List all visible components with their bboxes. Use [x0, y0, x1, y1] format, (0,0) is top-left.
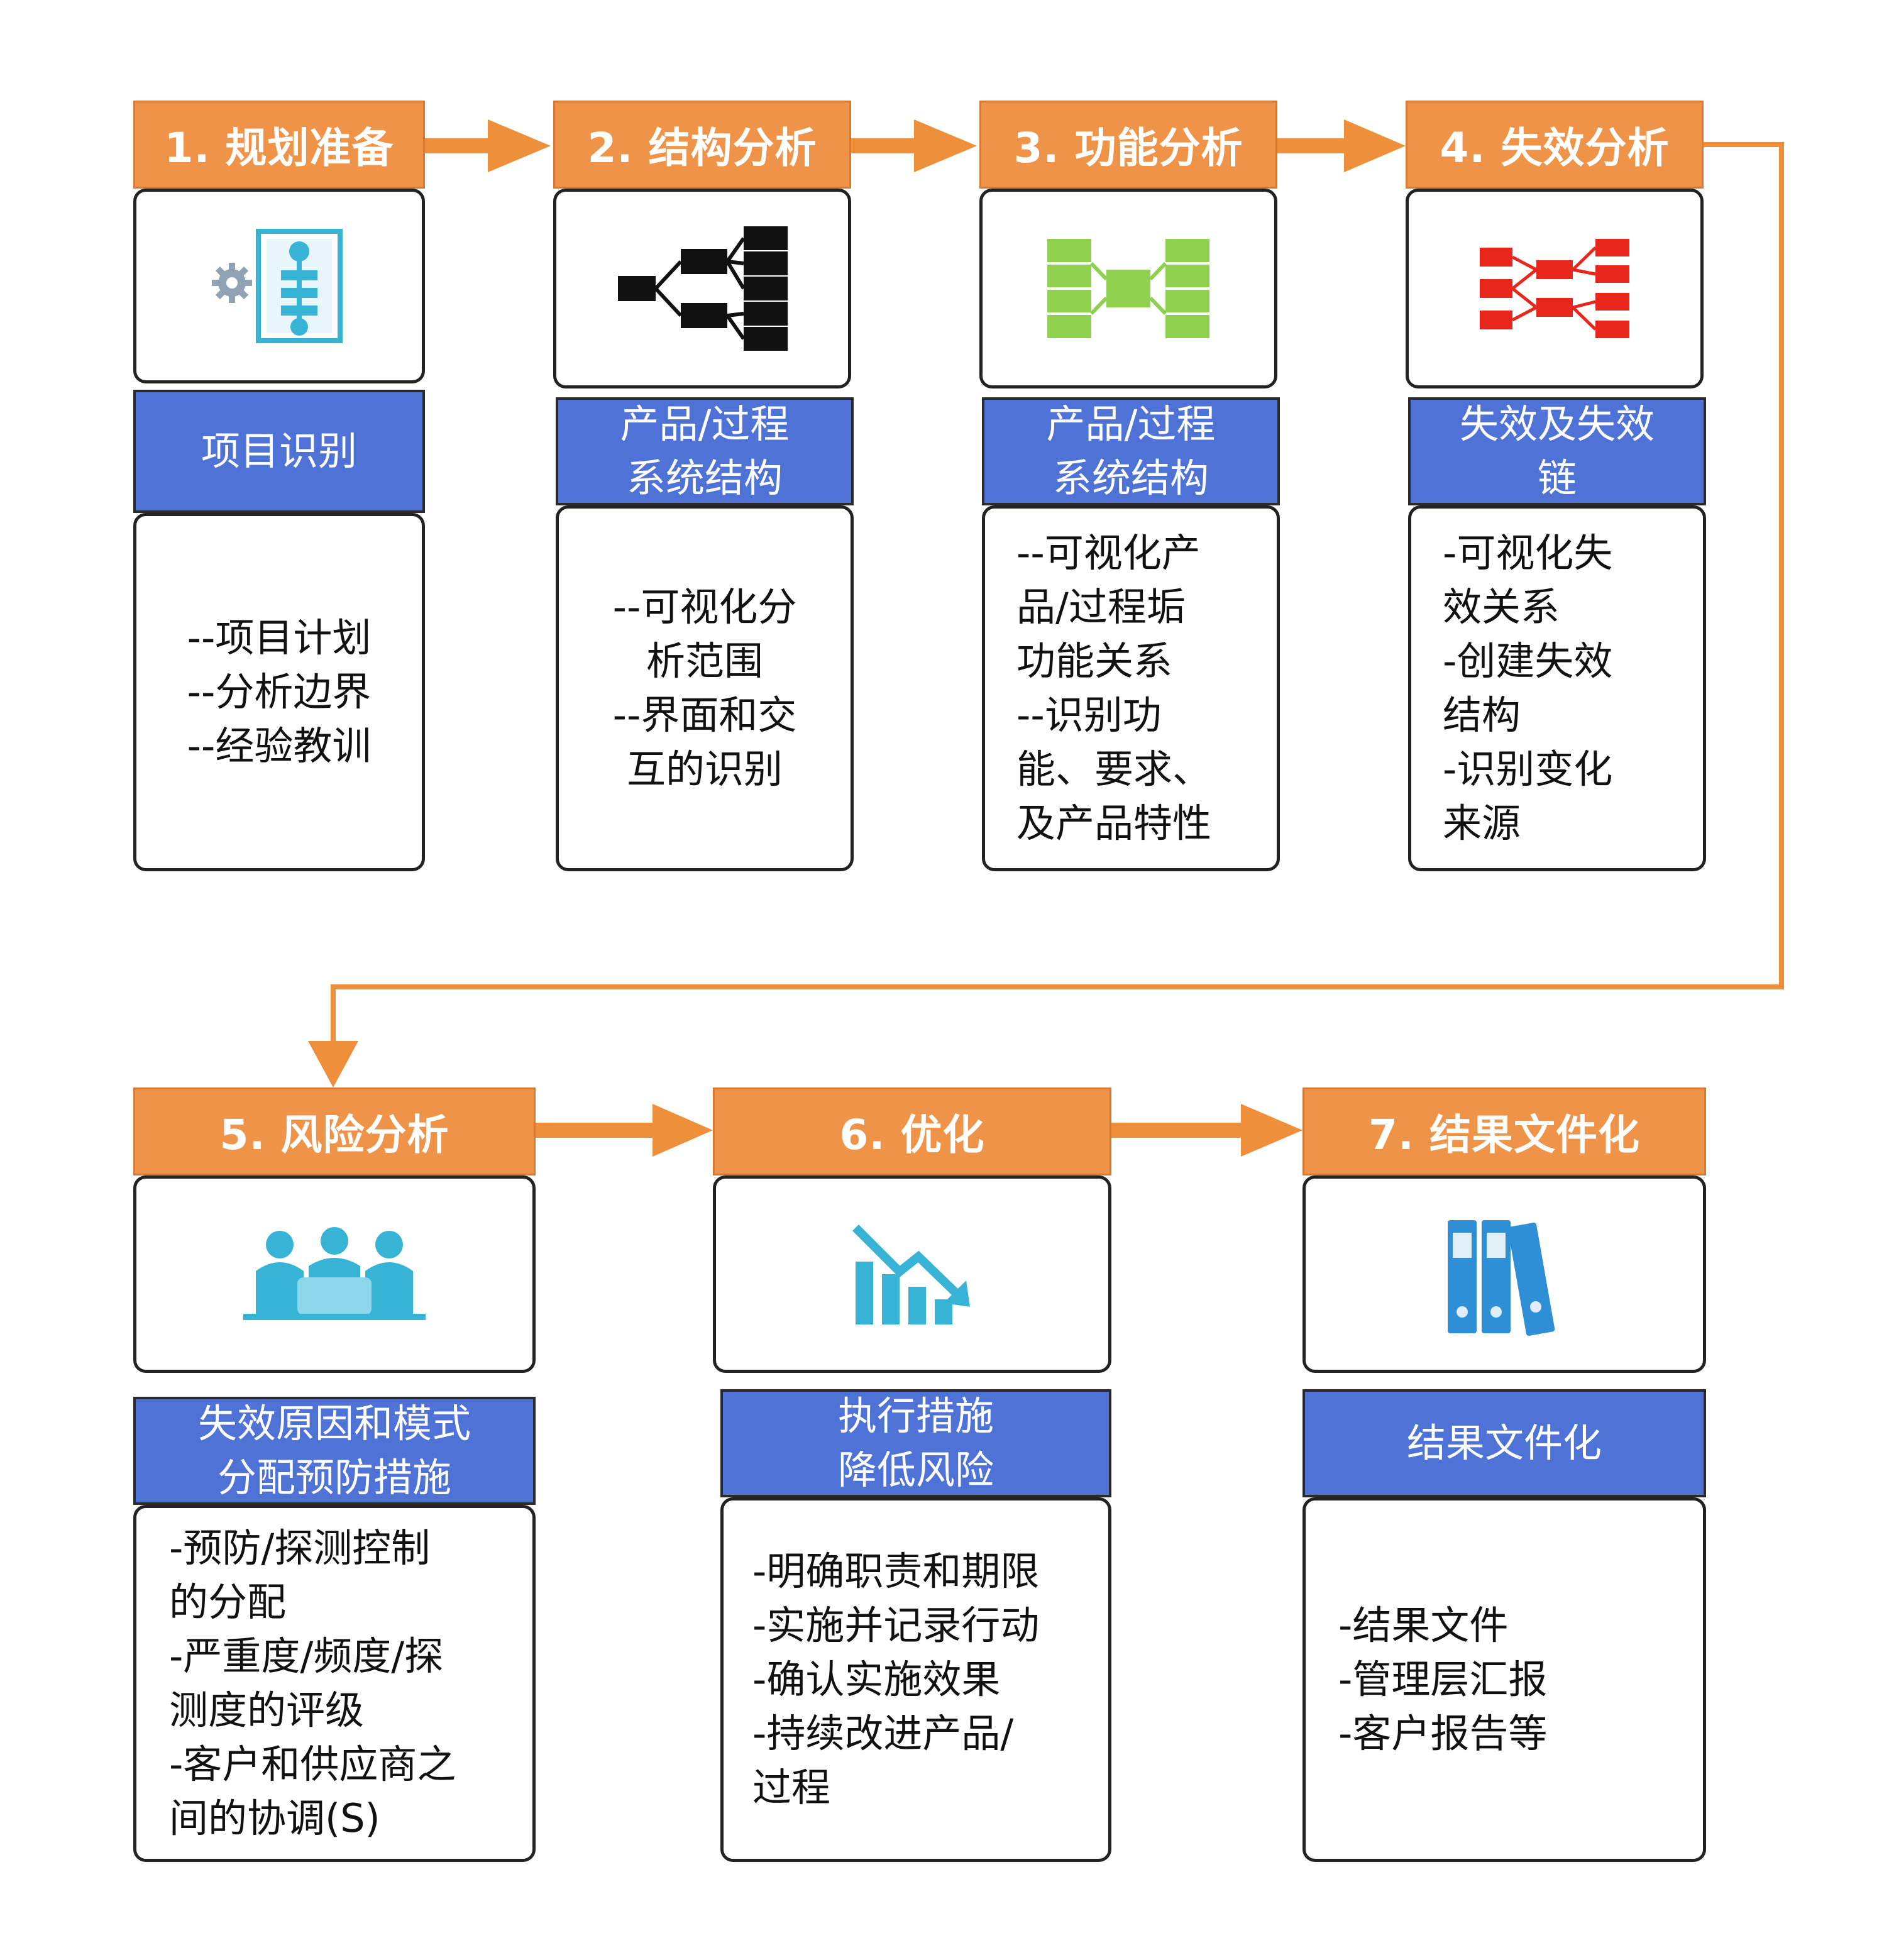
step-3-label: 产品/过程 系统结构	[982, 397, 1280, 505]
arrow-5-to-6	[536, 1104, 713, 1157]
step-5-icon-box	[133, 1175, 536, 1373]
step-7-details: -结果文件 -管理层汇报 -客户报告等	[1302, 1497, 1706, 1862]
arrow-1-to-2	[425, 119, 551, 172]
arrow-3-to-4	[1277, 119, 1406, 172]
step-3-line: --识别功	[1016, 692, 1162, 738]
step-2-line: --可视化分	[612, 584, 797, 630]
step-5-label: 失效原因和模式 分配预防措施	[133, 1397, 536, 1505]
step-6-title: 6. 优化	[713, 1087, 1111, 1175]
step-3-details: --可视化产 品/过程垢 功能关系 --识别功 能、要求、 及产品特性	[982, 505, 1280, 871]
step-1-title: 1. 规划准备	[133, 101, 425, 189]
step-1-details: --项目计划 --分析边界 --经验教训	[133, 513, 425, 871]
step-2-title: 2. 结构分析	[553, 101, 851, 189]
step-1-label-text: 项目识别	[201, 428, 357, 474]
step-3-line: --可视化产	[1016, 530, 1201, 576]
step-7-title: 7. 结果文件化	[1302, 1087, 1706, 1175]
step-4-line: -创建失效	[1443, 638, 1613, 684]
step-4-line: 来源	[1443, 800, 1521, 846]
function-network-icon	[1047, 239, 1209, 338]
arrow-4-to-5-head	[308, 1041, 358, 1087]
step-3-line: 及产品特性	[1016, 800, 1212, 846]
step-3-title: 3. 功能分析	[979, 101, 1277, 189]
step-6-label-text: 执行措施 降低风险	[837, 1393, 994, 1493]
step-6-line: -确认实施效果	[752, 1656, 1001, 1702]
step-6-line: -明确职责和期限	[752, 1548, 1040, 1594]
step-5-line: 间的协调(S)	[169, 1795, 380, 1841]
arrow-6-to-7	[1111, 1104, 1302, 1157]
step-7-label-text: 结果文件化	[1406, 1420, 1602, 1466]
step-5-line: -客户和供应商之	[169, 1741, 456, 1787]
step-4-line: 结构	[1443, 692, 1521, 738]
step-7-icon-box	[1302, 1175, 1706, 1373]
step-5-details: -预防/探测控制 的分配 -严重度/频度/探 测度的评级 -客户和供应商之 间的…	[133, 1505, 536, 1862]
step-6-icon-box	[713, 1175, 1111, 1373]
step-4-line: -识别变化	[1443, 746, 1613, 792]
step-4-label-text: 失效及失效 链	[1459, 401, 1655, 501]
structure-tree-icon	[618, 226, 788, 351]
step-1-label: 项目识别	[133, 390, 425, 513]
step-6-label: 执行措施 降低风险	[720, 1389, 1111, 1497]
step-2-line: --界面和交	[612, 692, 797, 738]
step-5-label-text: 失效原因和模式 分配预防措施	[197, 1401, 471, 1500]
step-5-line: -预防/探测控制	[169, 1525, 431, 1571]
step-2-details: --可视化分 析范围 --界面和交 互的识别	[556, 505, 854, 871]
step-5-line: 测度的评级	[169, 1687, 365, 1733]
step-3-label-text: 产品/过程 系统结构	[1046, 401, 1216, 501]
step-5-line: 的分配	[169, 1579, 287, 1625]
step-2-icon-box	[553, 189, 851, 388]
step-4-line: 效关系	[1443, 584, 1560, 630]
step-6-line: -实施并记录行动	[752, 1602, 1040, 1648]
step-4-details: -可视化失 效关系 -创建失效 结构 -识别变化 来源	[1408, 505, 1706, 871]
step-1-line: --项目计划	[187, 615, 372, 661]
team-meeting-icon	[243, 1227, 426, 1320]
step-4-icon-box	[1406, 189, 1704, 388]
step-3-icon-box	[979, 189, 1277, 388]
step-4-label: 失效及失效 链	[1408, 397, 1706, 505]
step-6-details: -明确职责和期限 -实施并记录行动 -确认实施效果 -持续改进产品/ 过程	[720, 1497, 1111, 1862]
step-2-label: 产品/过程 系统结构	[556, 397, 854, 505]
step-6-line: 过程	[752, 1765, 831, 1810]
step-7-line: -管理层汇报	[1338, 1656, 1548, 1702]
step-2-label-text: 产品/过程 系统结构	[620, 401, 790, 501]
document-binders-icon	[1448, 1220, 1555, 1336]
step-3-line: 品/过程垢	[1016, 584, 1186, 630]
step-6-line: -持续改进产品/	[752, 1710, 1014, 1756]
step-1-line: --分析边界	[187, 669, 372, 715]
step-5-title: 5. 风险分析	[133, 1087, 536, 1175]
step-2-line: 互的识别	[626, 746, 783, 792]
step-5-line: -严重度/频度/探	[169, 1633, 444, 1679]
step-1-line: --经验教训	[187, 723, 372, 769]
step-7-label: 结果文件化	[1302, 1389, 1706, 1497]
step-4-line: -可视化失	[1443, 530, 1613, 576]
step-7-line: -客户报告等	[1338, 1710, 1548, 1756]
arrow-4-to-5	[331, 142, 1784, 1043]
step-3-line: 能、要求、	[1016, 746, 1212, 792]
step-1-icon-box	[133, 189, 425, 383]
declining-chart-icon	[852, 1225, 970, 1324]
failure-chain-icon	[1480, 239, 1629, 338]
step-3-line: 功能关系	[1016, 638, 1173, 684]
step-2-line: 析范围	[646, 638, 763, 684]
arrow-2-to-3	[851, 119, 977, 172]
step-7-line: -结果文件	[1338, 1602, 1509, 1648]
planning-gear-flow-icon	[212, 229, 343, 343]
step-4-title: 4. 失效分析	[1406, 101, 1704, 189]
